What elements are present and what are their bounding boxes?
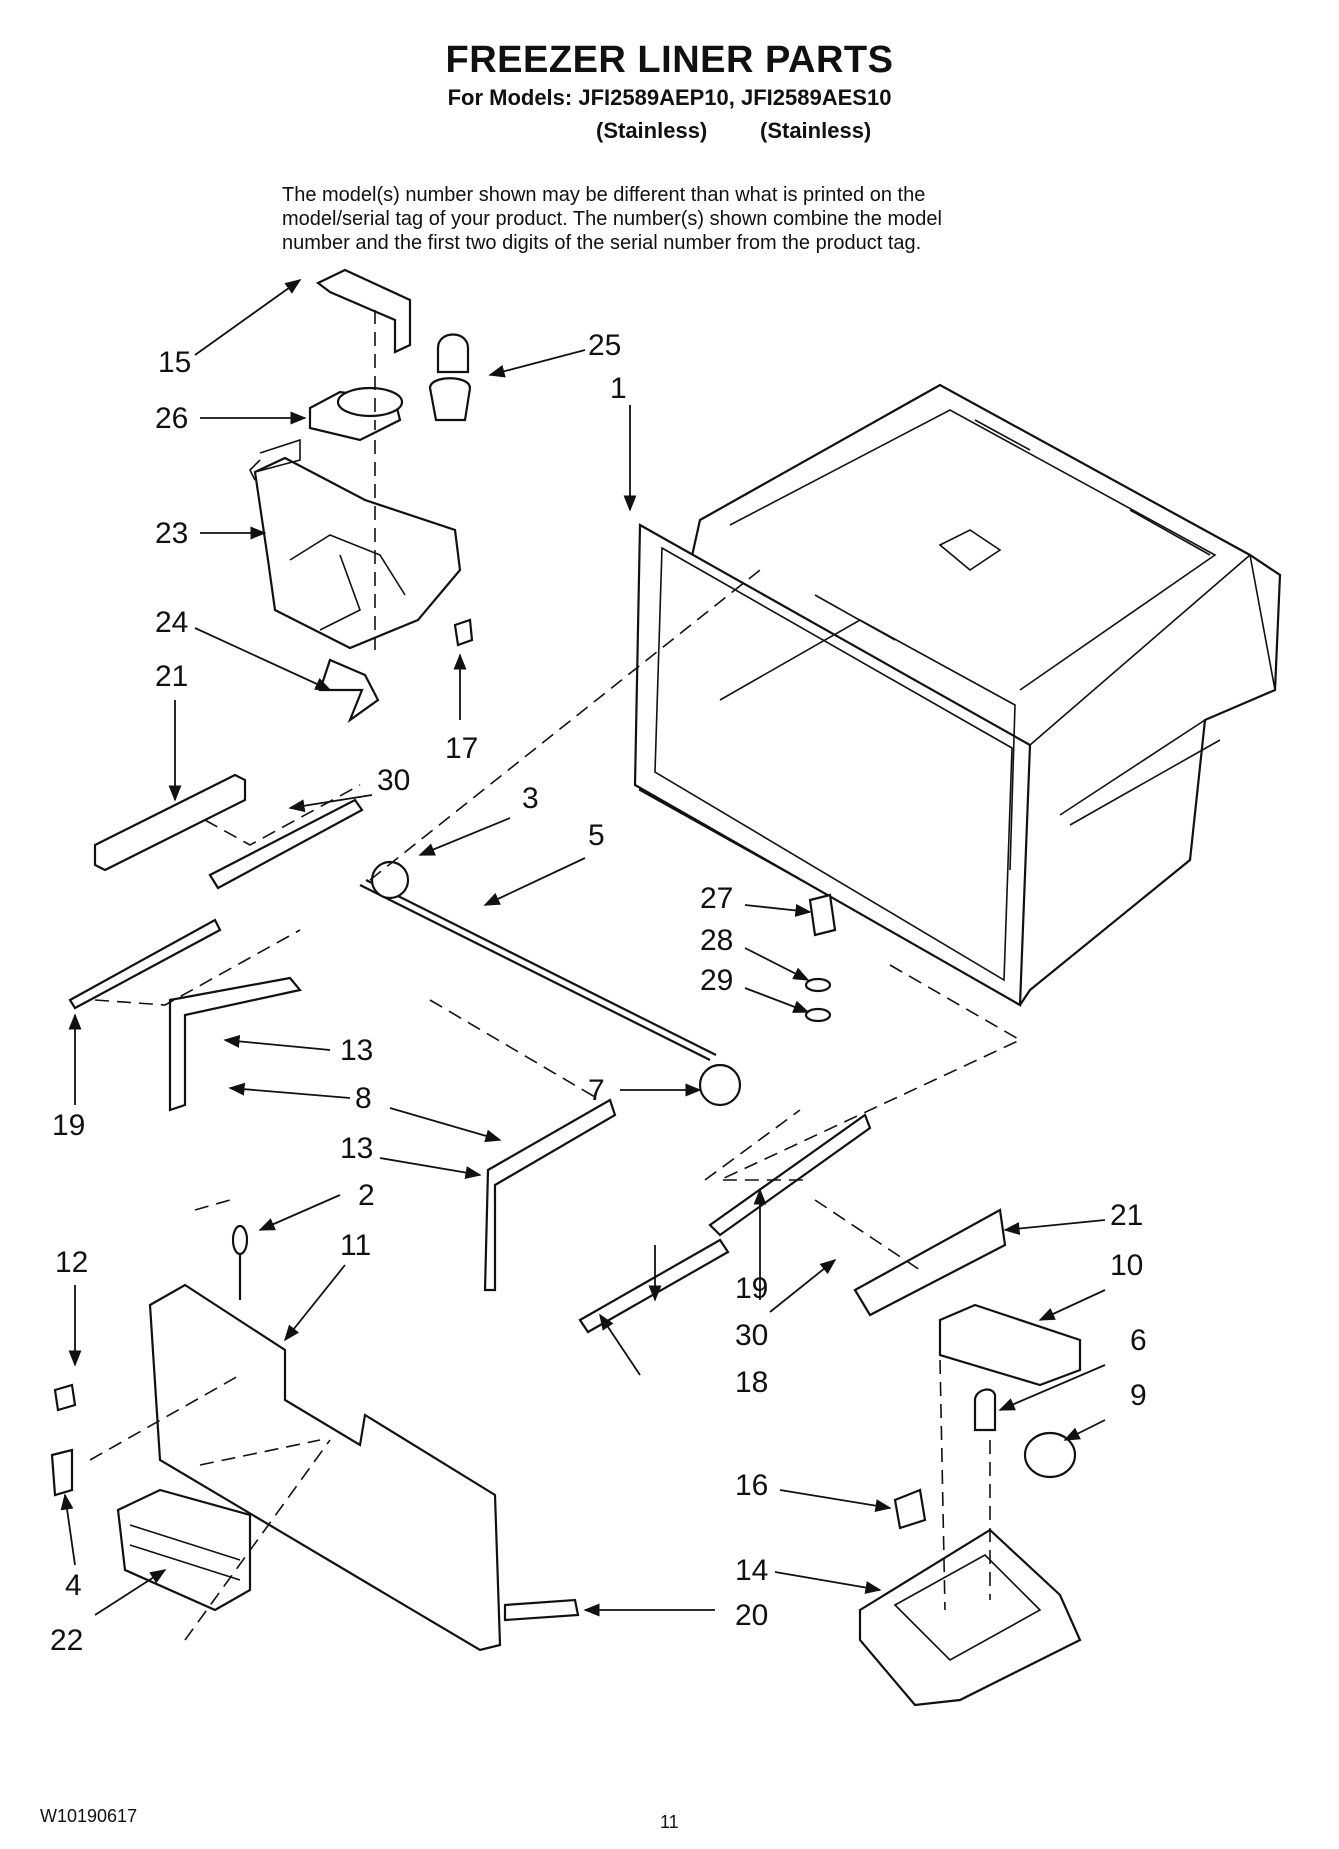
callout-25: 25 [588,329,621,362]
light-housing-part [858,1528,1082,1707]
callout-15: 15 [158,346,191,379]
fan-shroud-part [253,456,462,650]
model-number-note: The model(s) number shown may be differe… [282,183,1082,255]
evaporator-fan-assembly [249,268,474,724]
fan-bracket-part [315,268,412,354]
pinion-gear-part [698,1063,742,1107]
grommet-part [808,893,837,937]
right-slide-support-part [483,1098,617,1292]
thermostat-part [436,333,470,374]
callout-7: 7 [588,1074,605,1107]
callout-5: 5 [588,819,605,852]
screw-part [453,618,474,647]
cover-and-grille [50,1224,580,1652]
callout-29: 29 [700,964,733,997]
pinion-part [370,860,410,900]
callout-13-top: 13 [340,1034,373,1067]
light-housing [804,893,1082,1707]
callout-4: 4 [65,1569,82,1602]
left-rail-support-part [93,773,247,872]
document-number: W10190617 [40,1806,138,1826]
finish-label-2: (Stainless) [760,118,872,143]
callout-2: 2 [358,1179,375,1212]
washer-part [804,977,832,993]
callout-19-left: 19 [52,1109,85,1142]
callout-11: 11 [340,1229,371,1262]
callout-24: 24 [155,606,188,639]
callout-numbers: 15 25 1 26 23 24 21 17 30 3 5 27 28 29 1… [50,329,1147,1657]
crossbar-part [359,884,711,1061]
note-line-1: The model(s) number shown may be differe… [282,184,926,206]
callout-3: 3 [522,782,539,815]
grille-part [116,1488,252,1612]
callout-26: 26 [155,402,188,435]
callout-16: 16 [735,1469,768,1502]
left-slide-support-part [168,976,303,1112]
models-line: For Models: JFI2589AEP10, JFI2589AES10 [447,85,892,110]
callout-30-top: 30 [377,764,410,797]
callout-leaders [60,279,1106,1617]
callout-17: 17 [445,732,478,765]
page-number: 11 [660,1812,679,1832]
cover-panel-part [148,1283,502,1652]
callout-27: 27 [700,882,733,915]
light-cover-part [53,1383,77,1412]
callout-13-bottom: 13 [340,1132,373,1165]
left-drawer-slide-part [208,798,364,890]
callout-19-right: 19 [735,1272,768,1305]
right-drawer-slide-part [708,1113,872,1237]
right-rail-support-part [853,1208,1007,1317]
page-header: FREEZER LINER PARTS For Models: JFI2589A… [0,38,1339,112]
finish-row: (Stainless) (Stainless) [0,118,1339,148]
callout-1: 1 [610,372,627,405]
page-title: FREEZER LINER PARTS [445,39,894,81]
callout-10: 10 [1110,1249,1143,1282]
freezer-liner-part [633,383,1282,1007]
note-line-2: model/serial tag of your product. The nu… [282,208,942,230]
left-slide-rail-part [68,918,222,1010]
fan-blade-part [318,658,380,724]
callout-18: 18 [735,1366,768,1399]
callout-23: 23 [155,517,188,550]
callout-9: 9 [1130,1379,1147,1412]
callout-8: 8 [355,1082,372,1115]
bulb-part [1023,1431,1077,1479]
callout-30-bottom: 30 [735,1319,768,1352]
trim-strip-part [503,1598,580,1622]
callout-6: 6 [1130,1324,1147,1357]
bulb-socket-part [973,1388,997,1432]
finish-label-1: (Stainless) [596,118,708,143]
callout-14: 14 [735,1554,768,1587]
note-line-3: number and the first two digits of the s… [282,232,922,254]
callout-28: 28 [700,924,733,957]
callout-22: 22 [50,1624,83,1657]
callout-21-left: 21 [155,660,188,693]
switch-part [893,1488,927,1530]
nut-part [804,1007,832,1023]
light-lens-part [938,1303,1082,1387]
thermostat-cap-part [428,377,472,422]
callout-20: 20 [735,1599,768,1632]
callout-12: 12 [55,1246,88,1279]
assembly-dashed-lines [89,310,1022,1641]
light-socket-part [50,1448,74,1497]
callout-21-right: 21 [1110,1199,1143,1232]
